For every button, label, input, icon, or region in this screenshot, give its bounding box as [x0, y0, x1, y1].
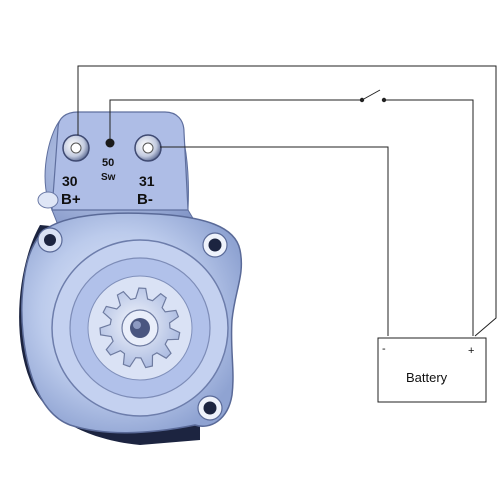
terminal-stud-31	[134, 134, 162, 162]
battery-label: Battery	[406, 370, 448, 385]
terminal-stud-50	[105, 138, 115, 148]
switch-contact-left	[359, 97, 365, 103]
pinion-bore	[130, 318, 150, 338]
pinion-bore-hi	[133, 321, 141, 329]
battery-box	[377, 337, 487, 403]
mounting-hole-top-left	[37, 227, 63, 253]
terminal-50-number: 50	[102, 157, 114, 169]
mounting-hole-top-right	[202, 232, 228, 258]
wire-switch-right	[384, 99, 474, 336]
wire-switch-left	[109, 99, 362, 139]
switch-contact-right	[381, 97, 387, 103]
terminal-50-tag: Sw	[101, 172, 116, 183]
wiring	[77, 65, 497, 337]
terminal-31-number: 31	[139, 173, 155, 189]
terminal-31-polarity: B-	[137, 191, 153, 208]
battery: - + Battery	[377, 337, 487, 403]
battery-plus-label: +	[468, 345, 474, 357]
wire-b-minus	[160, 146, 389, 336]
terminal-30-number: 30	[62, 173, 78, 189]
wire-b-plus	[77, 65, 497, 337]
mounting-hole-bottom-right	[197, 395, 223, 421]
starter-motor: 30 B+ 50 Sw 31 B-	[19, 111, 243, 445]
boss-left	[37, 191, 59, 209]
terminal-stud-30	[62, 134, 90, 162]
terminal-30-polarity: B+	[61, 191, 81, 208]
battery-minus-label: -	[382, 343, 386, 355]
switch-blade	[361, 89, 381, 101]
